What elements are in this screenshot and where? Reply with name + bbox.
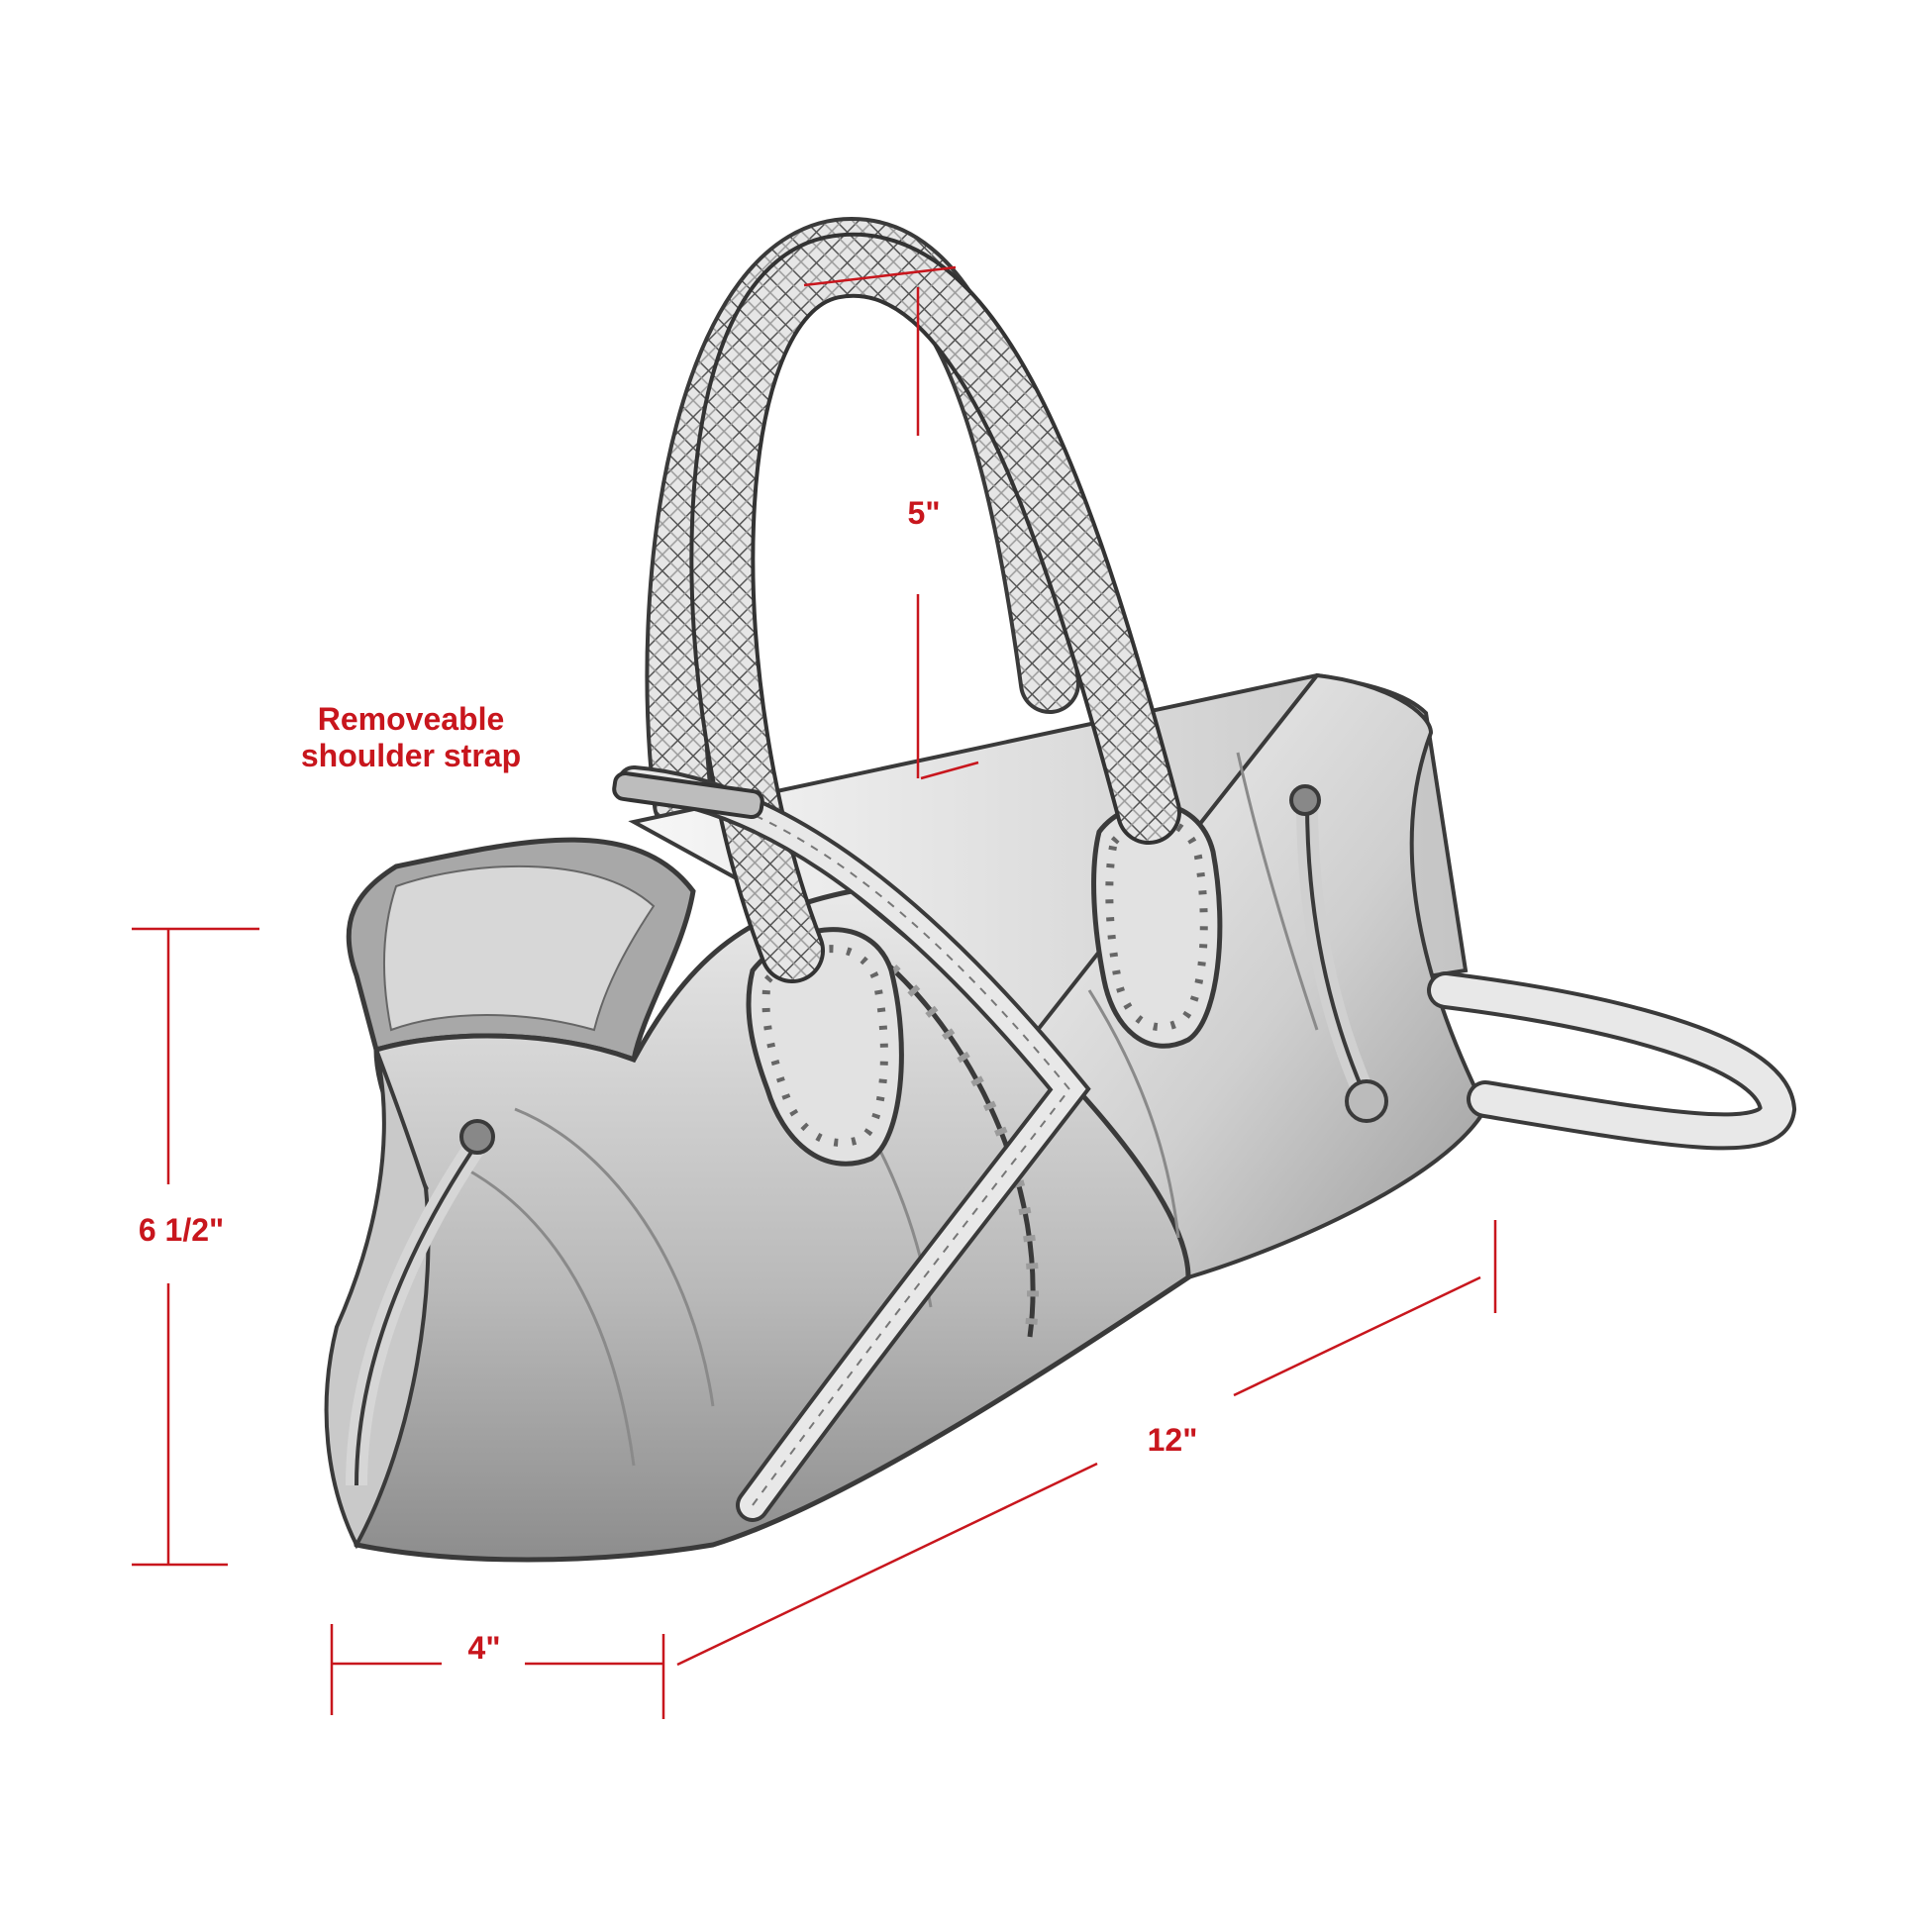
shoulder-strap-label: Removeable shoulder strap (300, 701, 522, 773)
handle-tab-right (1091, 801, 1223, 1049)
height-label: 6 1/2" (138, 1212, 225, 1248)
length-label: 12" (1147, 1422, 1198, 1458)
handle-drop-label: 5" (907, 495, 941, 531)
front-handle (689, 232, 1181, 983)
dimension-lines (132, 265, 1497, 1719)
depth-label: 4" (467, 1630, 501, 1666)
shoulder-strap (612, 765, 1797, 1522)
stitched-panel (867, 946, 1040, 1338)
drawstring-cords (346, 784, 1388, 1486)
handle-tab-left (746, 927, 904, 1167)
